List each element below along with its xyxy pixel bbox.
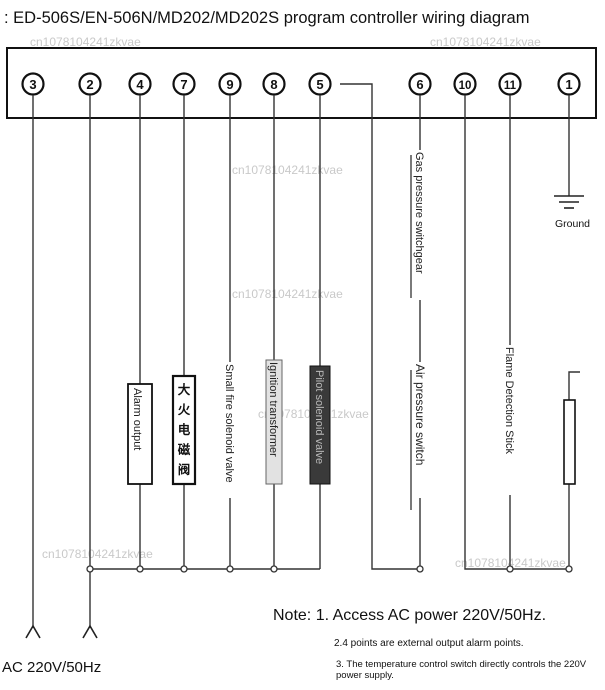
wire-terminal-5-loop [340,83,420,570]
ignition-transformer-box [265,359,283,485]
big-fire-valve-char: 大 [178,382,191,397]
terminal-4: 4 [128,72,152,96]
svg-text:5: 5 [316,77,323,92]
ground-symbol [554,195,584,209]
svg-text:1: 1 [565,77,572,92]
flame-detection-rod [563,399,576,485]
wire-flame-rod-top [568,371,580,400]
diagram-title: : ED-506S/EN-506N/MD202/MD202S program c… [4,9,530,27]
ground-label: Ground [555,218,591,230]
terminal-5: 5 [308,72,332,96]
gas-pressure-switch-label: Gas pressure switchgear [413,152,425,274]
big-fire-valve-char: 电 [178,422,191,437]
big-fire-valve-char: 火 [178,402,191,417]
pilot-valve-label: Pilot solenoid valve [313,370,325,464]
terminal-10: 10 [453,72,477,96]
terminal-11: 11 [498,72,522,96]
svg-text:3: 3 [29,77,36,92]
controller-terminal-block [6,47,597,119]
big-fire-valve-char: 阀 [178,462,191,477]
terminal-7: 7 [172,72,196,96]
junction-dots [86,565,573,573]
terminal-3: 3 [21,72,45,96]
terminal-1: 1 [557,72,581,96]
ac-input-arrows [25,624,98,639]
ignition-transformer-label: Ignition transformer [267,362,279,457]
big-fire-valve-box [171,374,197,486]
terminal-2: 2 [78,72,102,96]
small-fire-valve-label: Small fire solenoid valve [223,364,235,483]
watermark: cn1078104241zkvae [30,35,141,49]
watermark: cn1078104241zkvae [232,287,343,301]
svg-text:2: 2 [86,77,93,92]
wire-terminal-10 [464,95,510,570]
pilot-valve-box [309,365,331,485]
terminal-8: 8 [262,72,286,96]
svg-text:11: 11 [504,80,517,92]
svg-text:9: 9 [226,77,233,92]
big-fire-valve-char: 磁 [177,442,191,457]
watermark: cn1078104241zkvae [232,163,343,177]
note-1: Note: 1. Access AC power 220V/50Hz. [273,607,547,624]
svg-text:4: 4 [136,77,144,92]
svg-text:10: 10 [459,80,472,92]
svg-text:6: 6 [416,77,423,92]
flame-detection-label: Flame Detection Stick [503,347,515,454]
alarm-output-box [127,383,153,485]
note-2: 2.4 points are external output alarm poi… [334,638,524,649]
svg-text:8: 8 [270,77,277,92]
watermark: cn1078104241zkvae [42,547,153,561]
terminal-9: 9 [218,72,242,96]
svg-text:7: 7 [180,77,187,92]
terminal-6: 6 [408,72,432,96]
alarm-output-label: Alarm output [131,388,143,450]
watermark: cn1078104241zkvae [430,35,541,49]
note-3: 3. The temperature control switch direct… [336,659,587,681]
ac-power-label: AC 220V/50Hz [2,659,102,676]
air-pressure-switch-label: Air pressure switch [413,364,427,465]
